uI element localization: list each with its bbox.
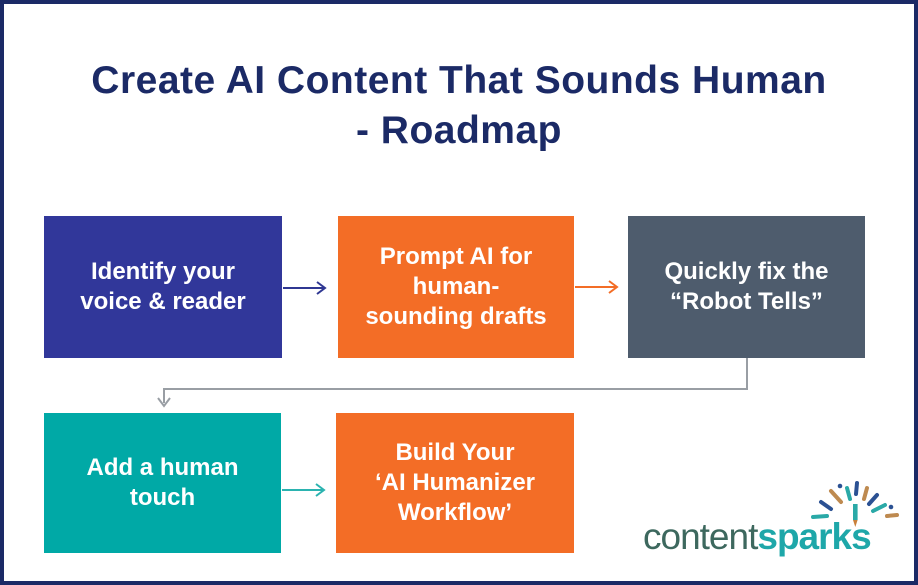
step-box-5: Build Your ‘AI Humanizer Workflow’ xyxy=(336,413,574,553)
arrow-step4-step5 xyxy=(282,483,326,497)
pencil-icon xyxy=(853,504,858,527)
spark-rays-navy xyxy=(819,481,879,511)
step-box-1: Identify your voice & reader xyxy=(44,216,282,358)
page-title: Create AI Content That Sounds Human - Ro… xyxy=(4,56,914,156)
spark-rays-tan xyxy=(829,486,899,518)
spark-dots xyxy=(837,483,894,510)
step-box-3: Quickly fix the “Robot Tells” xyxy=(628,216,865,358)
connector-step3-step4 xyxy=(157,358,748,408)
step-box-4: Add a human touch xyxy=(44,413,281,553)
brand-logo: contentsparks xyxy=(637,481,899,560)
title-line-2: - Roadmap xyxy=(355,109,562,152)
brand-sparks: sparks xyxy=(757,516,871,557)
spark-burst-icon xyxy=(811,481,899,527)
step-box-2: Prompt AI for human- sounding drafts xyxy=(338,216,574,358)
arrow-step2-step3 xyxy=(575,280,619,294)
arrow-step1-step2 xyxy=(283,281,327,295)
spark-rays-teal xyxy=(811,486,887,519)
brand-content: content xyxy=(643,516,758,557)
title-line-1: Create AI Content That Sounds Human xyxy=(91,59,827,102)
brand-text: contentsparks xyxy=(643,516,872,558)
